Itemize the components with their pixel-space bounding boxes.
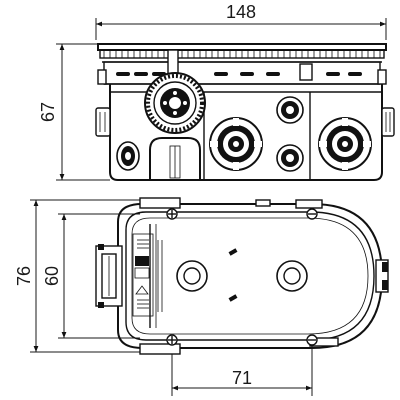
dimension-label-60: 60 <box>42 266 62 286</box>
plan-interior <box>132 233 308 317</box>
top-flange <box>97 43 387 63</box>
band-slot <box>134 72 148 76</box>
dimension-label-148: 148 <box>226 2 256 22</box>
plan-outline <box>95 197 389 355</box>
knockout-left-middle <box>209 117 263 171</box>
dimension-76: 76 <box>14 199 150 353</box>
band-slot <box>266 72 280 76</box>
dimension-label-71: 71 <box>232 368 252 388</box>
small-knockout-upper <box>276 96 304 124</box>
dimension-71: 71 <box>171 340 313 396</box>
plan-view: 76 60 71 <box>14 197 389 396</box>
large-knockout-gland <box>144 72 206 134</box>
mounting-hole-right <box>276 260 308 292</box>
screw-top <box>166 208 178 220</box>
knockout-right <box>318 117 372 171</box>
upper-band <box>97 49 387 85</box>
screw-bottom <box>166 334 178 346</box>
printed-markings <box>132 233 163 317</box>
screw-right-bottom <box>306 334 318 346</box>
mounting-hole-left <box>176 260 208 292</box>
band-slot <box>326 72 340 76</box>
oval-knockout-left <box>116 141 140 171</box>
dimension-60: 60 <box>42 213 140 339</box>
dimension-label-76: 76 <box>14 266 34 286</box>
band-slot <box>214 72 228 76</box>
small-knockout-lower <box>276 144 304 172</box>
band-slot <box>240 72 254 76</box>
band-slot <box>348 72 362 76</box>
screw-right-top <box>306 208 318 220</box>
band-slot <box>116 72 130 76</box>
dimension-label-67: 67 <box>38 102 58 122</box>
dimension-67: 67 <box>38 43 110 181</box>
side-view: 148 67 <box>38 2 395 181</box>
dimension-148: 148 <box>95 2 387 40</box>
